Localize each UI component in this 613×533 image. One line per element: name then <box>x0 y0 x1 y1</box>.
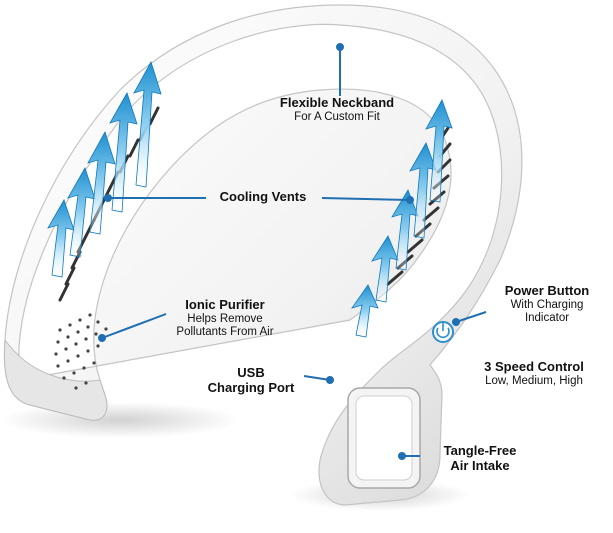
left-end-cap <box>3 338 108 421</box>
callout-title: Flexible Neckband <box>279 95 395 110</box>
callout-subtitle-line2: Pollutants From Air <box>176 326 274 339</box>
callout-title: Power Button <box>504 283 590 298</box>
callout-subtitle: For A Custom Fit <box>294 110 380 123</box>
callout-title: 3 Speed Control <box>484 359 584 374</box>
callout-title: Cooling Vents <box>219 189 307 204</box>
callout-usb-charging-port: USB Charging Port <box>196 365 306 396</box>
leader-lines <box>98 43 487 460</box>
callout-ionic-purifier: Ionic Purifier Helps Remove Pollutants F… <box>150 297 300 339</box>
callout-speed-control: 3 Speed Control Low, Medium, High <box>464 359 604 388</box>
callout-subtitle-line2: Indicator <box>524 312 570 325</box>
callout-tangle-free-air-intake: Tangle-Free Air Intake <box>420 443 540 474</box>
callout-power-button: Power Button With Charging Indicator <box>480 283 613 325</box>
ionic-purifier-holes <box>54 313 108 390</box>
callout-title-line2: Air Intake <box>450 457 510 473</box>
callout-title: Ionic Purifier <box>185 297 265 312</box>
right-airflow-arrows <box>351 99 453 338</box>
callout-title-line1: USB <box>237 365 265 380</box>
callout-flexible-neckband: Flexible Neckband For A Custom Fit <box>262 95 412 124</box>
callout-subtitle-line1: With Charging <box>510 298 584 311</box>
callout-subtitle-line1: Helps Remove <box>187 312 263 325</box>
callout-title-line2: Charging Port <box>207 379 295 395</box>
callout-title-line1: Tangle-Free <box>443 443 517 458</box>
power-button <box>432 321 454 343</box>
neckband-body <box>3 4 523 506</box>
air-intake-inner <box>355 395 413 481</box>
left-airflow-arrows <box>47 60 162 278</box>
ground-shadow <box>0 402 240 438</box>
callout-subtitle: Low, Medium, High <box>485 374 583 387</box>
callout-cooling-vents: Cooling Vents <box>196 189 330 205</box>
